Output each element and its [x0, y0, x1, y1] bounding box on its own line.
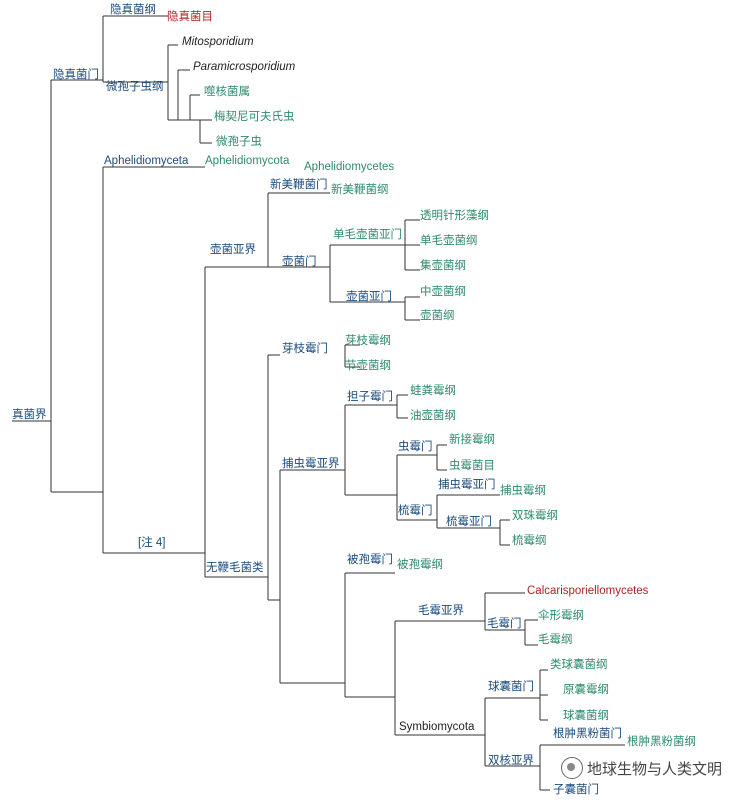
taxon-label-l4[interactable]: 隐真菌目 — [167, 9, 213, 23]
taxon-label-l45[interactable]: 毛霉亚界 — [418, 604, 464, 617]
taxon-label-l37[interactable]: 捕虫霉亚门 — [438, 477, 496, 491]
taxon-label-l6: Mitosporidium — [182, 36, 254, 48]
taxon-label-l44[interactable]: 被孢霉纲 — [397, 558, 443, 571]
taxon-label-l38[interactable]: 捕虫霉纲 — [500, 483, 546, 497]
taxon-label-l50: Symbiomycota — [399, 721, 475, 733]
taxon-label-l43[interactable]: 被孢霉门 — [347, 552, 393, 566]
taxon-label-l8[interactable]: 噬核菌属 — [204, 84, 250, 98]
taxon-label-l54[interactable]: 球囊菌纲 — [563, 708, 609, 722]
taxon-label-l46[interactable]: 毛霉门 — [487, 616, 522, 630]
taxon-label-l13[interactable]: Aphelidiomycetes — [304, 161, 394, 173]
taxon-label-l48[interactable]: 伞形霉纲 — [538, 608, 584, 622]
taxon-label-l9[interactable]: 梅契尼可夫氏虫 — [214, 109, 295, 123]
taxon-label-l55[interactable]: 双核亚界 — [488, 753, 534, 767]
taxon-label-l15[interactable]: 新美鞭菌门 — [270, 177, 328, 191]
taxon-label-l16[interactable]: 新美鞭菌纲 — [331, 182, 389, 196]
taxon-label-l39[interactable]: 梳霉亚门 — [446, 514, 492, 528]
taxon-label-l19[interactable]: 透明针形藻纲 — [420, 208, 489, 222]
taxon-label-l27[interactable]: 芽枝霉纲 — [345, 333, 391, 347]
taxon-label-l21[interactable]: 集壶菌纲 — [420, 258, 466, 272]
taxon-label-l36[interactable]: 梳霉门 — [398, 503, 433, 517]
taxon-label-l40[interactable]: 双珠霉纲 — [512, 508, 558, 522]
taxon-label-l28[interactable]: 节壶菌纲 — [345, 358, 391, 372]
watermark-text: 地球生物与人类文明 — [586, 759, 722, 778]
taxon-label-l5[interactable]: 微孢子虫纲 — [106, 79, 164, 93]
taxon-label-l20[interactable]: 单毛壶菌纲 — [420, 233, 478, 247]
wechat-logo-icon — [560, 757, 583, 779]
taxon-label-l26[interactable]: 芽枝霉门 — [282, 341, 328, 355]
taxon-label-l41[interactable]: 梳霉纲 — [512, 533, 547, 547]
taxon-label-l58[interactable]: 子囊菌门 — [553, 782, 599, 796]
taxon-label-l49[interactable]: 毛霉纲 — [538, 633, 573, 646]
taxon-label-l35[interactable]: 虫霉菌目 — [449, 459, 495, 472]
taxon-label-l30[interactable]: 担子霉门 — [347, 389, 393, 403]
taxon-label-l2[interactable]: 隐真菌门 — [53, 67, 99, 81]
taxon-label-l47[interactable]: Calcarisporiellomycetes — [527, 585, 649, 597]
taxon-label-l23[interactable]: 中壶菌纲 — [420, 284, 466, 298]
taxon-label-l42[interactable]: 无鞭毛菌类 — [206, 560, 264, 574]
taxon-label-l12[interactable]: Aphelidiomycota — [205, 155, 290, 167]
taxon-label-l32[interactable]: 油壶菌纲 — [410, 408, 456, 422]
taxon-label-l3[interactable]: 隐真菌纲 — [110, 2, 156, 16]
taxon-label-l18[interactable]: 单毛壶菌亚门 — [333, 227, 402, 241]
taxon-label-l1[interactable]: 真菌界 — [12, 407, 47, 421]
taxon-label-l56[interactable]: 根肿黑粉菌门 — [553, 726, 622, 740]
tree-branches — [12, 15, 625, 791]
taxon-label-l11[interactable]: Aphelidiomyceta — [104, 155, 189, 167]
taxon-label-l51[interactable]: 球囊菌门 — [488, 679, 534, 693]
taxon-label-l29[interactable]: 捕虫霉亚界 — [282, 456, 340, 470]
taxon-label-l10[interactable]: 微孢子虫 — [216, 134, 262, 148]
taxon-label-l22[interactable]: 壶菌亚门 — [346, 289, 392, 303]
taxon-label-l31[interactable]: 蛙粪霉纲 — [410, 383, 456, 397]
taxon-label-l33[interactable]: 虫霉门 — [398, 439, 433, 453]
taxon-label-l25[interactable]: [注 4] — [138, 535, 165, 549]
taxon-label-l57[interactable]: 根肿黑粉菌纲 — [627, 734, 696, 748]
taxon-label-l14[interactable]: 壶菌亚界 — [210, 242, 256, 256]
watermark: 地球生物与人类文明 — [560, 757, 722, 779]
taxon-label-l34[interactable]: 新接霉纲 — [449, 432, 495, 446]
taxon-label-l24[interactable]: 壶菌纲 — [420, 308, 455, 322]
taxon-label-l53[interactable]: 原囊霉纲 — [563, 682, 609, 696]
taxon-label-l17[interactable]: 壶菌门 — [282, 254, 317, 268]
taxon-label-l7: Paramicrosporidium — [193, 61, 296, 73]
taxon-label-l52[interactable]: 类球囊菌纲 — [550, 657, 608, 671]
